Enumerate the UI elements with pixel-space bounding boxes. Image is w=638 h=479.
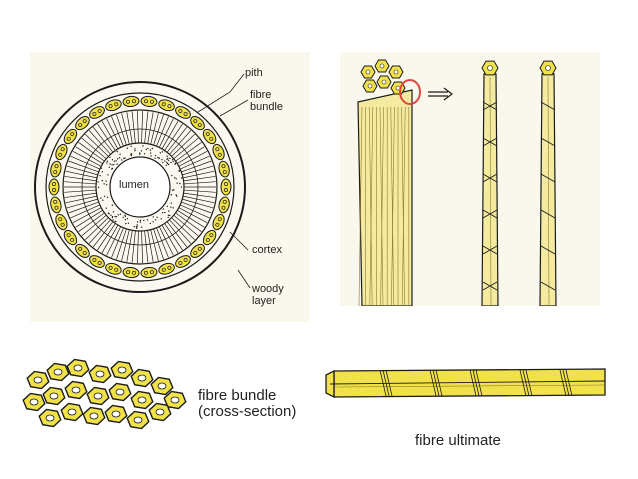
label-fibre-ultimate: fibre ultimate [415,433,501,449]
label-lumen: lumen [119,180,149,192]
fibre-bundle-cell [221,179,231,195]
bundle-cross-section-panel: fibre bundle (cross-section) [20,350,320,435]
bundle-cells-drawing [20,350,190,435]
fibre-strands-panel [340,52,600,306]
fibre-bundle-cell [49,179,59,195]
label-fibre-bundle-cross-section: fibre bundle (cross-section) [198,388,296,420]
label-fibre-bundle: fibre bundle [250,90,283,113]
fibre-ultimate-panel: fibre ultimate [320,355,620,455]
stem-cross-section-panel: pith fibre bundle lumen cortex woody lay… [30,52,310,322]
fibre-ultimate-drawing [320,355,620,415]
fibre-strands-drawing [340,52,600,306]
arrow-icon [444,88,452,100]
label-cortex: cortex [252,245,282,257]
label-woody-layer: woody layer [252,284,284,307]
fibre-ultimate-body [334,369,605,397]
label-pith: pith [245,68,263,80]
